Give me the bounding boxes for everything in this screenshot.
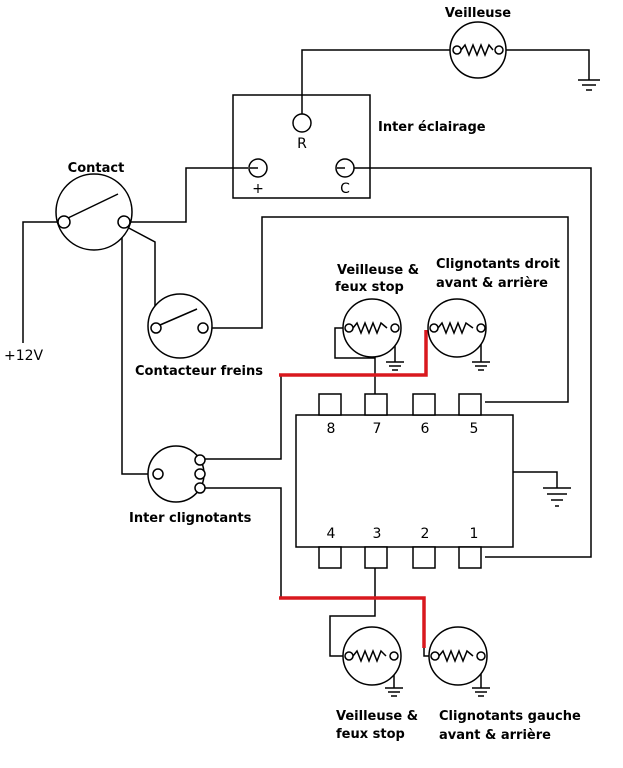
terminal-c-label: C	[340, 181, 350, 197]
label-veilleuse-top: Veilleuse	[445, 6, 511, 21]
ground-symbol-lamp-br	[472, 687, 490, 697]
label-contacteur-freins: Contacteur freins	[135, 364, 263, 379]
wire-veilleuse-ground	[506, 49, 590, 80]
wire-freins-pin5	[203, 216, 569, 403]
label-inter-eclairage: Inter éclairage	[378, 120, 486, 135]
wire-c-pin1	[354, 167, 592, 558]
label-12v: +12V	[4, 348, 44, 364]
pin-8-label: 8	[327, 421, 336, 437]
wire-red-bottom	[279, 596, 426, 648]
label-contact: Contact	[68, 161, 125, 176]
label-lamp-top-right-2: avant & arrière	[436, 276, 548, 291]
lamp-bottom-left	[342, 626, 402, 686]
ground-symbol-lamp-bl	[385, 687, 403, 697]
pin-7-label: 7	[373, 421, 382, 437]
brake-switch	[147, 293, 213, 359]
wire-r-veilleuse	[301, 49, 450, 117]
terminal-r-label: R	[297, 136, 307, 152]
lamp-top-left	[342, 298, 402, 358]
highlight-wires	[279, 330, 428, 648]
wire-contact-freins	[124, 225, 156, 310]
label-lamp-bottom-left-2: feux stop	[336, 727, 405, 742]
wire-contact-clign	[121, 224, 150, 475]
ignition-contact	[55, 173, 133, 251]
lamp-top-right	[427, 298, 487, 358]
label-inter-clignotants: Inter clignotants	[129, 511, 252, 526]
wire-contact-plus	[130, 167, 248, 223]
light-switch-box	[232, 94, 371, 199]
label-lamp-top-left-2: feux stop	[335, 280, 404, 295]
pin-1-label: 1	[470, 526, 479, 542]
terminal-plus-label: +	[252, 181, 264, 197]
ground-symbol-top	[578, 79, 600, 91]
turn-signal-switch	[147, 445, 206, 503]
pin-3-label: 3	[373, 526, 382, 542]
label-lamp-bottom-right-2: avant & arrière	[439, 728, 551, 743]
wire-lamp-bl-feed	[329, 598, 376, 657]
pin-2-label: 2	[421, 526, 430, 542]
label-lamp-bottom-left-1: Veilleuse &	[336, 709, 418, 724]
pin-4-label: 4	[327, 526, 336, 542]
label-lamp-top-right-1: Clignotants droit	[436, 257, 560, 272]
label-lamp-top-left-1: Veilleuse &	[337, 263, 419, 278]
wire-12v	[22, 221, 60, 343]
wire-clign-top	[201, 375, 282, 460]
wire-ic-ground	[513, 471, 558, 488]
terminal-r	[292, 113, 312, 133]
ground-symbol-lamp-tl	[386, 361, 404, 371]
wire-lamp-tl-feed	[334, 327, 376, 375]
ground-symbol-lamp-tr	[472, 361, 490, 371]
wire-clign-bottom	[201, 487, 282, 598]
lamp-bottom-right	[428, 626, 488, 686]
ground-symbol-ic	[543, 487, 571, 507]
pin-6-label: 6	[421, 421, 430, 437]
flasher-unit	[295, 393, 514, 569]
pin-5-label: 5	[470, 421, 479, 437]
label-lamp-bottom-right-1: Clignotants gauche	[439, 709, 581, 724]
wire-red-top	[279, 330, 428, 377]
lamp-veilleuse-top	[449, 21, 507, 79]
wires	[22, 49, 592, 688]
